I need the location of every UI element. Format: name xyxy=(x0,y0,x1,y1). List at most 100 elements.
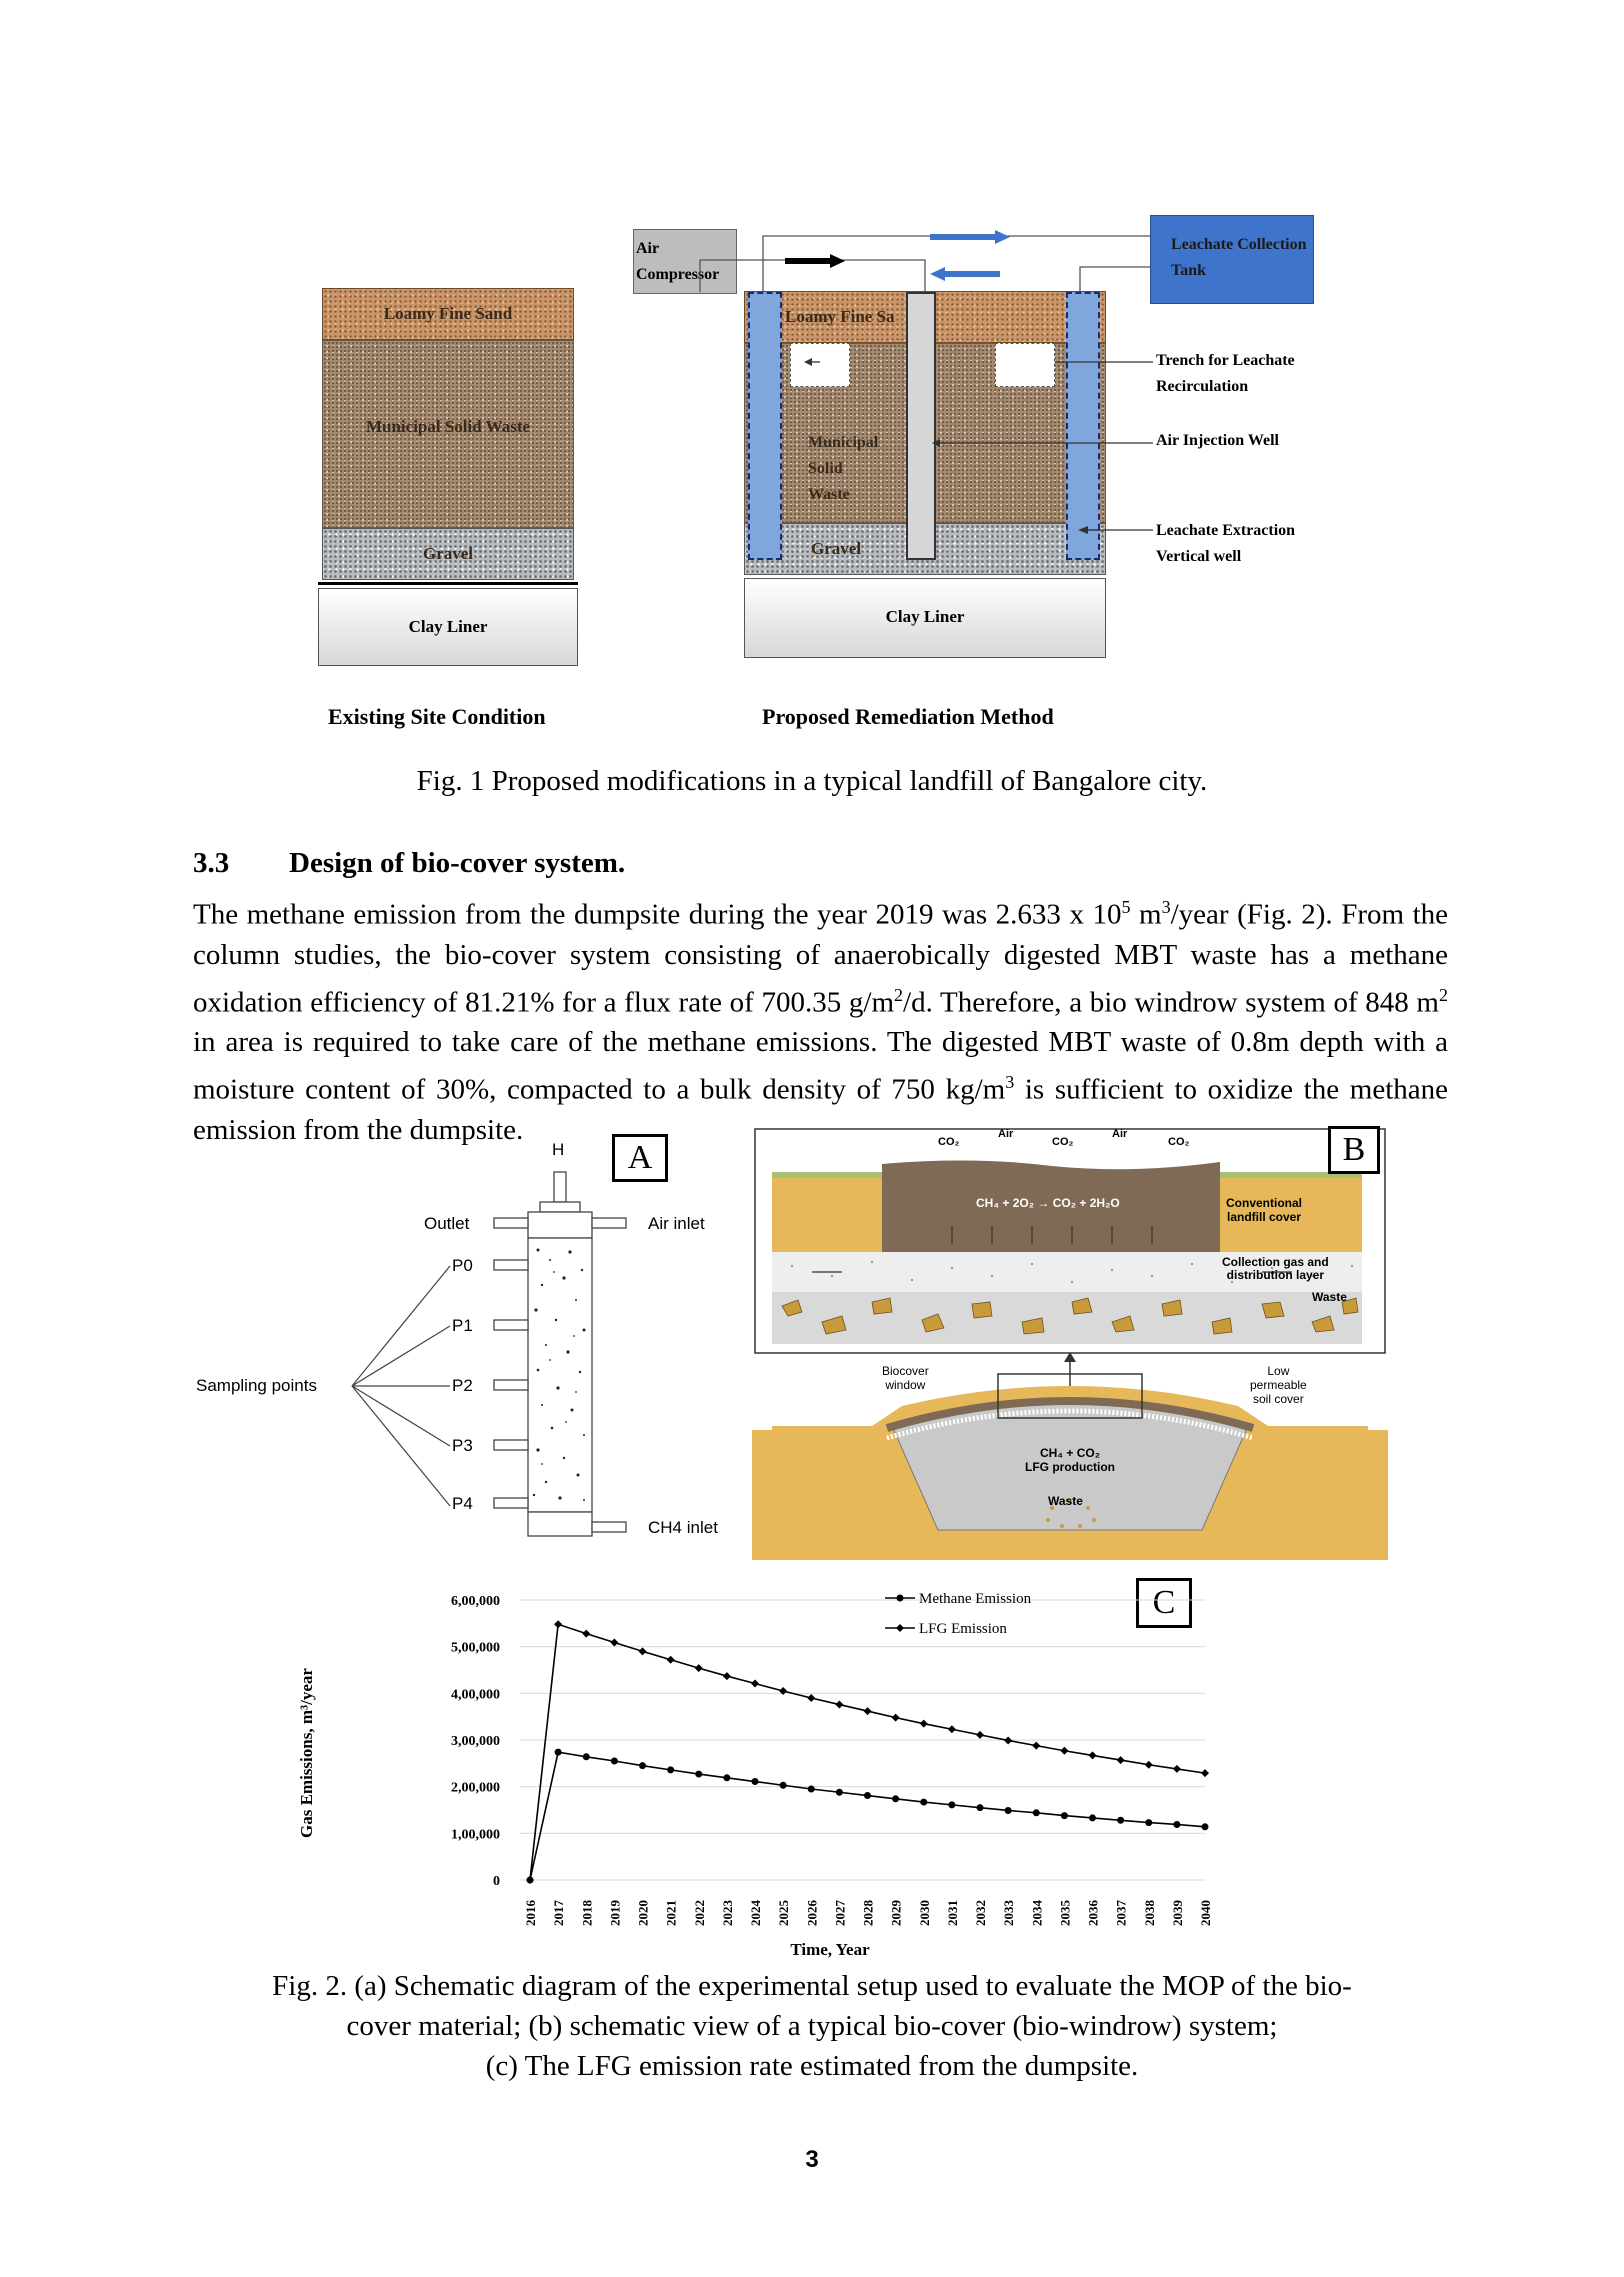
y-tick-label: 3,00,000 xyxy=(451,1734,500,1749)
sampling-points-label: Sampling points xyxy=(196,1376,317,1395)
low-line3: soil cover xyxy=(1253,1392,1304,1406)
loamy-sand-label: Loamy Fine Sand xyxy=(383,304,513,323)
x-tick-label: 2032 xyxy=(973,1900,988,1926)
x-tick-label: 2019 xyxy=(607,1900,622,1927)
trench-box-right xyxy=(995,343,1055,387)
co2-label-1: CO₂ xyxy=(938,1136,960,1148)
data-point xyxy=(695,1770,703,1778)
ch4-inlet-label: CH4 inlet xyxy=(648,1518,718,1537)
existing-gravel-layer: Gravel xyxy=(322,528,574,580)
data-point xyxy=(1116,1756,1125,1765)
biocover-diagram xyxy=(752,1128,1388,1560)
data-point xyxy=(554,1748,562,1756)
panel-b-label: B xyxy=(1328,1126,1380,1174)
gravel-label-proposed: Gravel xyxy=(811,539,862,558)
lfg-line1: CH₄ + CO₂ xyxy=(1039,1446,1101,1460)
y-tick-label: 1,00,000 xyxy=(451,1827,500,1842)
body-part-6: is sufficient to oxidize the methane emi… xyxy=(193,1073,1448,1146)
proposed-gravel-layer: Gravel xyxy=(744,523,1106,575)
divider xyxy=(318,582,578,585)
data-point xyxy=(919,1719,928,1728)
data-point xyxy=(638,1647,647,1656)
y-tick-label: 4,00,000 xyxy=(451,1687,500,1702)
body-part-1: The methane emission from the dumpsite d… xyxy=(193,898,1122,931)
figure-1-connectors xyxy=(699,230,1153,534)
data-point xyxy=(1144,1760,1153,1769)
panel-a-label: A xyxy=(612,1134,668,1182)
data-point xyxy=(1060,1812,1068,1820)
data-point xyxy=(891,1713,900,1722)
data-point xyxy=(1172,1764,1181,1773)
data-point xyxy=(1032,1809,1040,1817)
sup-2: 3 xyxy=(1161,897,1171,917)
sup-4: 2 xyxy=(1439,984,1448,1005)
conventional-cover-label: Conventional landfill cover xyxy=(1226,1196,1302,1224)
port-p4: P4 xyxy=(452,1494,473,1513)
y-tick-label: 5,00,000 xyxy=(451,1641,500,1656)
fig2-caption-line3: (c) The LFG emission rate estimated from… xyxy=(485,2050,1139,2082)
port-p3: P3 xyxy=(452,1436,473,1455)
co2-label-3: CO₂ xyxy=(1168,1136,1190,1148)
data-point xyxy=(1145,1819,1153,1827)
trench-line1: Trench for Leachate xyxy=(1156,352,1295,369)
air-compressor-label: Air Compressor xyxy=(636,240,720,283)
x-tick-label: 2034 xyxy=(1029,1900,1044,1927)
y-tick-label: 6,00,000 xyxy=(451,1594,500,1609)
data-point xyxy=(892,1795,900,1803)
data-point xyxy=(976,1804,984,1812)
data-point xyxy=(667,1766,675,1774)
x-tick-label: 2039 xyxy=(1170,1900,1185,1927)
data-point xyxy=(807,1694,816,1702)
biocover-line2: window xyxy=(885,1378,926,1392)
data-point xyxy=(639,1762,646,1770)
x-tick-label: 2026 xyxy=(804,1900,819,1927)
x-tick-label: 2028 xyxy=(861,1900,876,1927)
data-point xyxy=(947,1725,956,1734)
data-point xyxy=(835,1700,844,1709)
body-part-5: in area is required to take care of the … xyxy=(193,1026,1448,1106)
data-point xyxy=(976,1730,984,1739)
series-line xyxy=(529,1751,1206,1881)
data-point xyxy=(779,1687,788,1695)
collection-line1: Collection gas and xyxy=(1222,1255,1329,1269)
gravel-label: Gravel xyxy=(422,544,474,563)
x-tick-label: 2040 xyxy=(1198,1900,1213,1926)
conventional-line2: landfill cover xyxy=(1226,1210,1302,1224)
existing-msw-layer: Municipal Solid Waste xyxy=(322,340,574,528)
data-point xyxy=(1201,1823,1209,1831)
data-point xyxy=(1004,1736,1013,1745)
clay-liner-label: Clay Liner xyxy=(408,617,488,636)
data-point xyxy=(526,1876,534,1884)
x-tick-label: 2037 xyxy=(1114,1900,1129,1927)
port-p1: P1 xyxy=(452,1316,473,1335)
series-line xyxy=(529,1623,1206,1881)
existing-loamy-sand-layer: Loamy Fine Sand xyxy=(322,288,574,340)
existing-clay-liner: Clay Liner xyxy=(318,588,578,666)
air-injection-well xyxy=(906,292,936,560)
data-point xyxy=(722,1672,731,1681)
air-label-2: Air xyxy=(1112,1128,1128,1140)
data-point xyxy=(779,1781,787,1789)
collection-line2: distribution layer xyxy=(1226,1268,1325,1282)
lfg-production-label: CH₄ + CO₂ LFG production xyxy=(1008,1446,1132,1474)
leachate-extraction-label: Leachate Extraction Vertical well xyxy=(1156,518,1295,570)
data-point xyxy=(835,1788,843,1796)
waste-label-top: Waste xyxy=(1312,1290,1347,1304)
legend-label: Methane Emission xyxy=(919,1591,1032,1607)
x-tick-label: 2024 xyxy=(748,1900,763,1927)
x-tick-label: 2027 xyxy=(832,1900,847,1927)
biocover-window-label: Biocover window xyxy=(882,1364,929,1392)
data-point xyxy=(582,1753,590,1761)
trench-label: Trench for Leachate Recirculation xyxy=(1156,348,1295,400)
data-point xyxy=(610,1638,619,1647)
section-number: 3.3 xyxy=(193,847,230,879)
column-diagram xyxy=(493,1171,627,1537)
conventional-line1: Conventional xyxy=(1226,1196,1303,1210)
proposed-title: Proposed Remediation Method xyxy=(762,704,1054,729)
chart-ylabel: Gas Emissions, m³/year xyxy=(297,1668,317,1838)
section-title: Design of bio-cover system. xyxy=(289,847,626,879)
msw-line3: Waste xyxy=(808,486,850,503)
sampling-leaders xyxy=(351,1265,451,1507)
page-number: 3 xyxy=(805,2146,819,2173)
data-point xyxy=(807,1785,815,1793)
